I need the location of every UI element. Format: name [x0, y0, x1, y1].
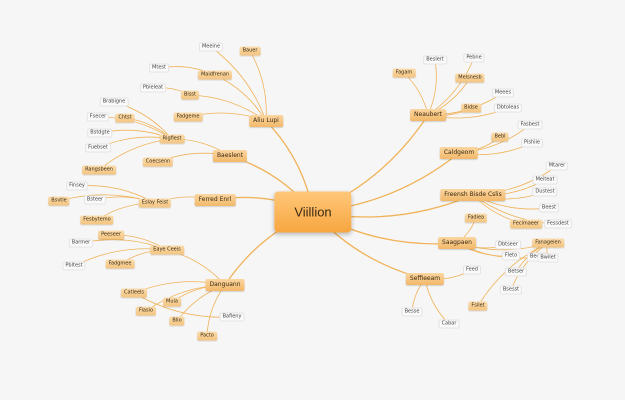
branch-node-F[interactable]: Caldgeom [439, 147, 479, 159]
sub-node-h54[interactable]: Fsilet [468, 301, 488, 311]
sub-node-c1[interactable]: Eslay Feist [138, 198, 172, 208]
leaf-node-f3[interactable]: Pishiie [521, 138, 543, 148]
leaf-node-e3[interactable]: Pebne [463, 53, 485, 63]
sub-node-e1[interactable]: Fagam [392, 68, 416, 78]
leaf-node-a41[interactable]: Pbieleat [139, 83, 167, 93]
link-A-a1 [210, 46, 267, 122]
leaf-node-d21[interactable]: Bafieny [219, 312, 245, 322]
sub-node-d11[interactable]: Peeseer [98, 230, 124, 240]
sub-node-a5[interactable]: Fadgeme [173, 112, 203, 122]
leaf-node-g3[interactable]: Dustest [532, 187, 558, 197]
leaf-node-a31[interactable]: Mtest [149, 63, 169, 73]
leaf-node-e2[interactable]: Beslert [423, 55, 447, 65]
branch-node-I[interactable]: Seffieeam [405, 273, 445, 285]
link-h5-h53 [510, 242, 549, 291]
link-D-d6 [206, 284, 226, 337]
sub-node-f1[interactable]: Bebl [491, 132, 509, 142]
branch-node-G[interactable]: Freensh Bisde Cslis [440, 189, 506, 201]
leaf-node-e6[interactable]: Dbtoleas [493, 103, 523, 113]
leaf-node-b15[interactable]: Fuebset [85, 143, 111, 153]
branch-node-C[interactable]: Ferred Enrl [194, 194, 236, 206]
leaf-node-h52[interactable]: Betser [504, 267, 528, 277]
branch-node-A[interactable]: Aliu Lupi [249, 115, 283, 127]
leaf-node-b12[interactable]: Fsecer [86, 112, 110, 122]
leaf-node-h53[interactable]: Bsesst [499, 285, 523, 295]
link-A-a2 [249, 50, 267, 122]
sub-node-b1[interactable]: Rigfiest [159, 134, 185, 144]
sub-node-h5[interactable]: Fanageien [532, 238, 564, 248]
sub-node-g5[interactable]: Fecimaeer [510, 219, 542, 229]
leaf-node-a1[interactable]: Meeine [198, 42, 224, 52]
leaf-node-d13[interactable]: Barmer [68, 238, 94, 248]
leaf-node-g1[interactable]: Mtarer [545, 161, 569, 171]
sub-node-d4[interactable]: Fiasio [135, 306, 157, 316]
sub-node-d3[interactable]: Muia [163, 297, 181, 307]
leaf-node-b11[interactable]: Brabigne [99, 97, 129, 107]
branch-node-E[interactable]: Neaubert [410, 109, 446, 121]
sub-node-b2[interactable]: Coecsenn [142, 157, 174, 167]
branch-node-B[interactable]: Baeslent [212, 150, 248, 162]
sub-node-a3[interactable]: Maidfrenan [197, 70, 233, 80]
leaf-node-i3[interactable]: Cabar [438, 319, 460, 329]
sub-node-a4[interactable]: Bisst [181, 90, 199, 100]
leaf-node-g2[interactable]: Meiteat [532, 175, 558, 185]
leaf-node-i2[interactable]: Besse [401, 307, 423, 317]
sub-node-e4[interactable]: Melsnesb [455, 73, 485, 83]
leaf-node-g4[interactable]: Beest [538, 203, 560, 213]
sub-node-a2[interactable]: Bauer [239, 46, 261, 56]
sub-node-h1[interactable]: Fadiea [464, 213, 488, 223]
leaf-node-f2[interactable]: Fasbest [517, 120, 543, 130]
sub-node-d2[interactable]: Catleels [120, 288, 148, 298]
leaf-node-c11[interactable]: Finsey [66, 181, 88, 191]
leaf-node-h2[interactable]: Dbtseer [495, 240, 521, 250]
sub-node-d5[interactable]: Blio [169, 316, 185, 326]
central-node[interactable]: Viillion [274, 191, 352, 233]
leaf-node-i1[interactable]: Feed [463, 265, 481, 275]
sub-node-c14[interactable]: Fesbytemo [80, 215, 114, 225]
leaf-node-e7[interactable]: Meees [491, 88, 515, 98]
sub-node-d12[interactable]: Fadgmee [105, 259, 135, 269]
link-E-e2 [427, 59, 437, 116]
link-I-i3 [424, 278, 450, 325]
branch-node-D[interactable]: Danguann [205, 279, 245, 291]
sub-node-b13[interactable]: Chtst [115, 113, 135, 123]
leaf-node-h3[interactable]: Fleto [501, 251, 521, 261]
sub-node-c13[interactable]: Bsvtle [48, 196, 70, 206]
sub-node-b16[interactable]: Rangsbeen [82, 165, 116, 175]
leaf-node-d14[interactable]: Pbltest [62, 261, 86, 271]
leaf-node-c12[interactable]: Bsteer [83, 195, 107, 205]
leaf-node-g6[interactable]: Fessdest [544, 219, 572, 229]
sub-node-d6[interactable]: Pacto [197, 331, 217, 341]
leaf-node-b14[interactable]: Bstdgte [87, 128, 113, 138]
sub-node-e5[interactable]: Bidse [461, 103, 481, 113]
sub-node-d1[interactable]: Eaye Ceeis [150, 245, 184, 255]
branch-node-H[interactable]: Saagpaen [438, 237, 476, 249]
leaf-node-h51[interactable]: Bwilet [537, 253, 559, 263]
